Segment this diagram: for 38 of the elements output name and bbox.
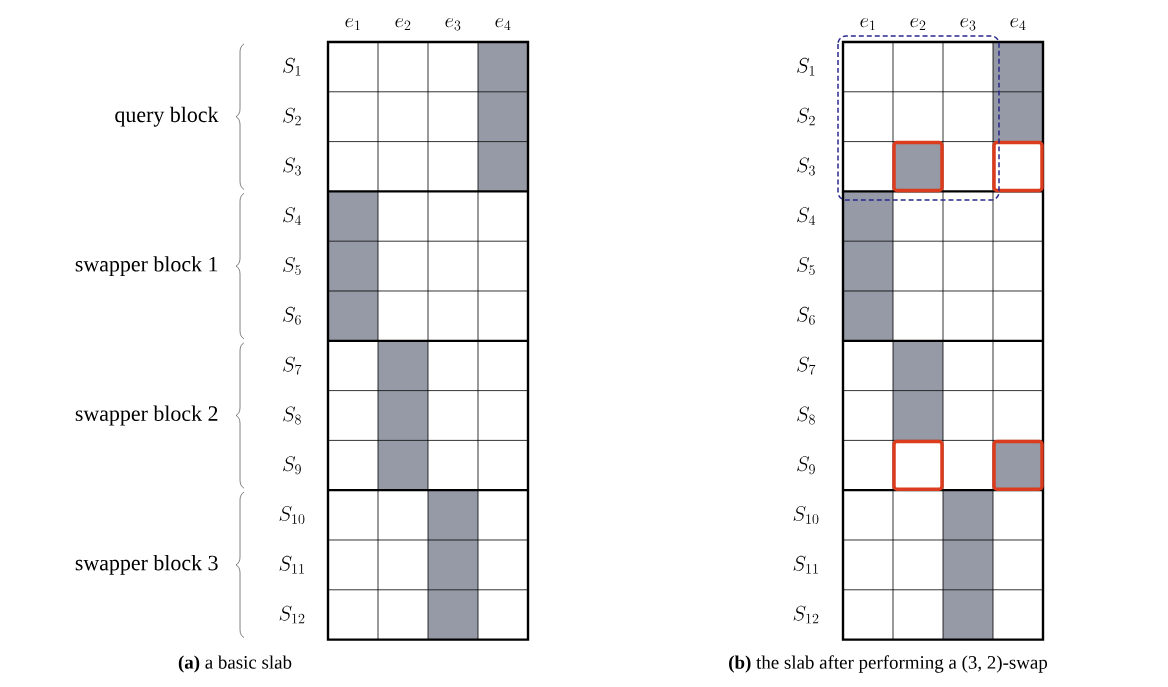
column-label: $e_{2}$ xyxy=(910,17,926,31)
row-label: $S_{5}$ xyxy=(283,257,301,275)
caption: (a) a basic slab xyxy=(178,655,292,673)
row-label: $S_{2}$ xyxy=(797,107,815,126)
row-label: $S_{2}$ xyxy=(283,107,301,126)
column-label: $e_{4}$ xyxy=(495,17,511,31)
block-label: swapper block 2 xyxy=(75,405,218,426)
column-label: $e_{1}$ xyxy=(345,17,360,31)
block-label: swapper block 1 xyxy=(75,256,218,277)
block-label: swapper block 3 xyxy=(75,554,218,575)
row-label: $S_{3}$ xyxy=(797,157,815,176)
row-label: $S_{12}$ xyxy=(793,605,819,624)
row-label: $S_{12}$ xyxy=(279,605,305,624)
row-label: $S_{8}$ xyxy=(283,406,301,425)
column-label: $e_{2}$ xyxy=(395,17,411,31)
row-label: $S_{4}$ xyxy=(283,207,302,225)
column-label: $e_{3}$ xyxy=(960,17,976,31)
column-label: $e_{4}$ xyxy=(1010,17,1026,31)
row-label: $S_{1}$ xyxy=(283,57,301,76)
row-label: $S_{3}$ xyxy=(283,157,301,176)
row-label: $S_{7}$ xyxy=(283,356,302,375)
row-label: $S_{6}$ xyxy=(797,306,815,325)
row-label: $S_{6}$ xyxy=(283,306,301,325)
row-label: $S_{8}$ xyxy=(797,406,815,425)
row-label: $S_{1}$ xyxy=(797,57,815,76)
row-label: $S_{4}$ xyxy=(797,207,816,225)
row-label: $S_{11}$ xyxy=(279,555,304,574)
row-label: $S_{9}$ xyxy=(797,456,815,475)
column-label: $e_{3}$ xyxy=(445,17,461,31)
caption: (b) the slab after performing a (3, 2)-swap xyxy=(729,655,1048,673)
row-label: $S_{5}$ xyxy=(797,257,815,275)
row-label: $S_{11}$ xyxy=(793,555,818,574)
row-label: $S_{7}$ xyxy=(797,356,816,375)
row-label: $S_{10}$ xyxy=(279,506,305,524)
row-label: $S_{9}$ xyxy=(283,456,301,475)
row-label: $S_{10}$ xyxy=(793,506,819,524)
column-label: $e_{1}$ xyxy=(860,17,875,31)
block-label: query block xyxy=(115,106,219,127)
